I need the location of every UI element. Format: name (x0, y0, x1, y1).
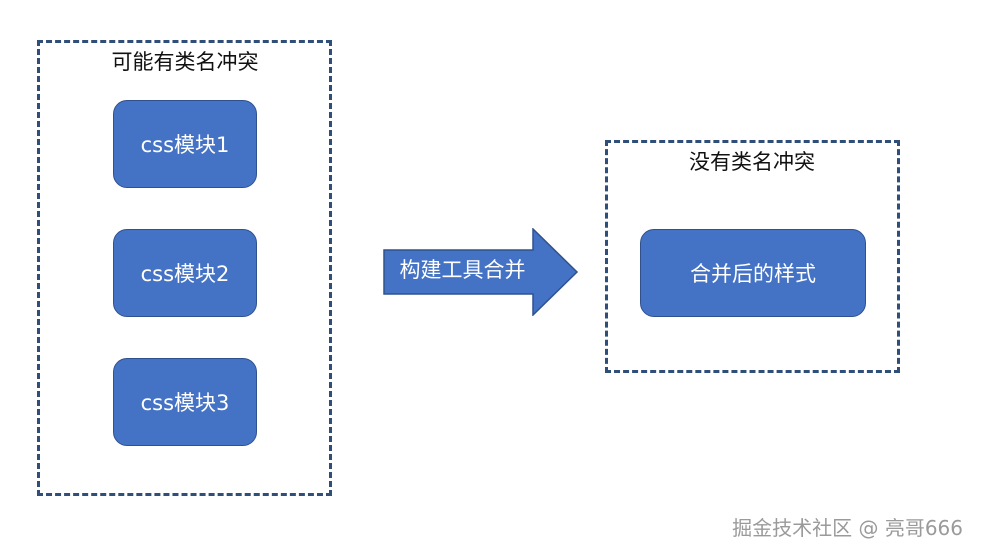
css-module-3-box: css模块3 (113, 358, 257, 446)
watermark-text: 掘金技术社区 @ 亮哥666 (732, 516, 963, 540)
merge-arrow-label: 构建工具合并 (399, 258, 526, 282)
css-module-1-box: css模块1 (113, 100, 257, 188)
left-group-title: 可能有类名冲突 (111, 50, 259, 74)
merged-style-box: 合并后的样式 (640, 229, 866, 317)
css-module-2-box: css模块2 (113, 229, 257, 317)
merge-arrow (383, 228, 579, 316)
right-group-frame (605, 140, 900, 373)
left-group-frame (37, 40, 332, 496)
right-group-title: 没有类名冲突 (689, 150, 815, 174)
merge-arrow-shape (383, 228, 579, 316)
